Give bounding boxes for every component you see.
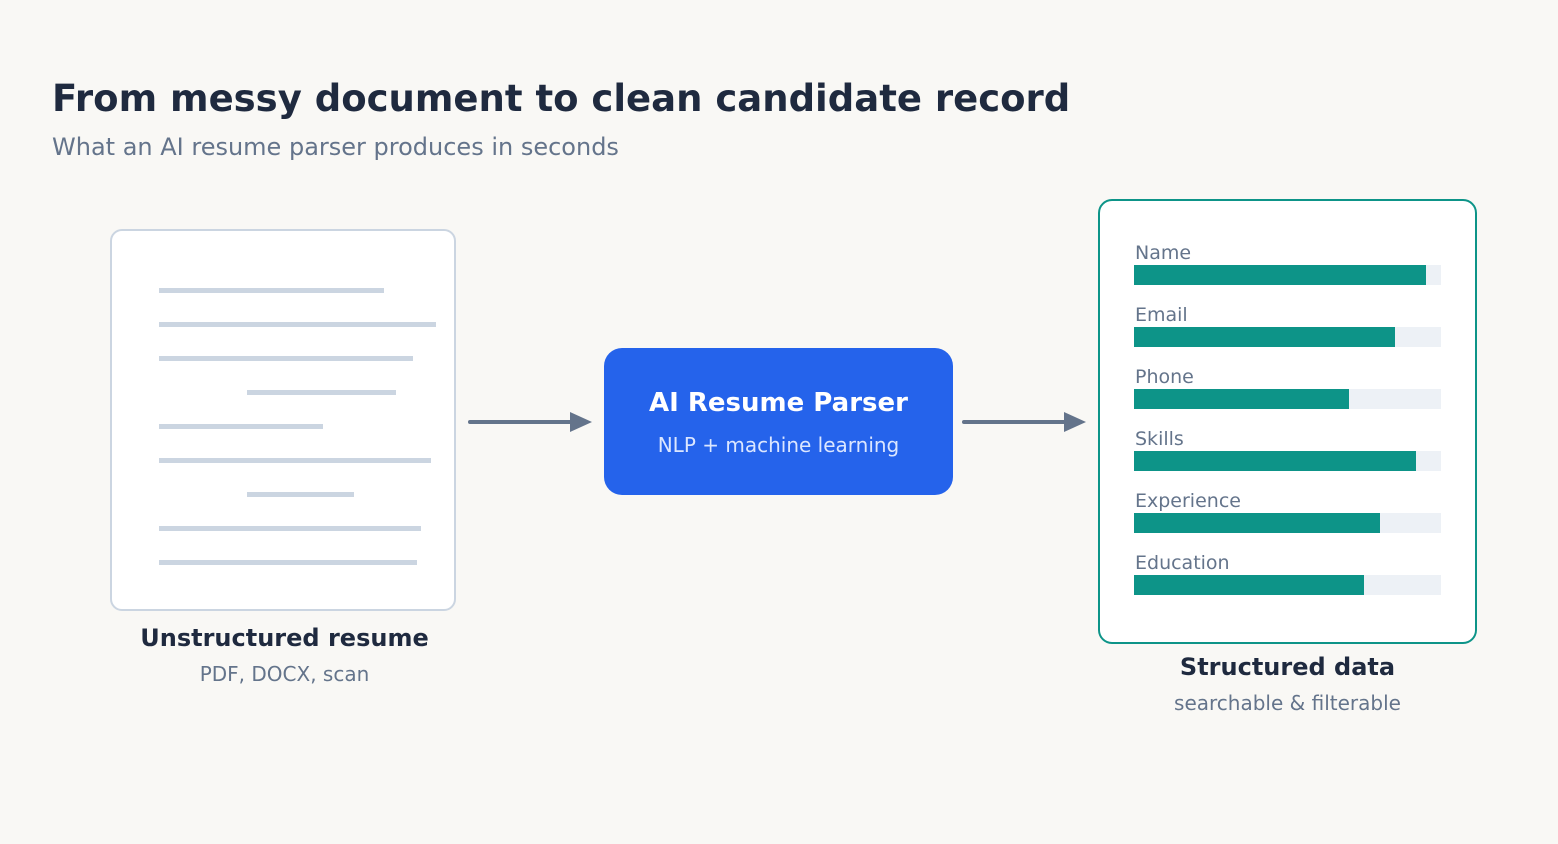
document-text-line [159, 526, 421, 531]
input-formats: PDF, DOCX, scan [199, 662, 370, 686]
field-bar-track [1134, 451, 1441, 471]
field-label: Name [1135, 242, 1192, 264]
field-label: Experience [1135, 490, 1241, 512]
document-text-line [159, 288, 384, 293]
document-text-line [159, 458, 431, 463]
field-bar-fill [1134, 327, 1395, 347]
field-experience: Experience [1134, 489, 1441, 533]
field-bar-fill [1134, 513, 1380, 533]
field-label: Education [1135, 552, 1230, 574]
document-text-line [159, 424, 323, 429]
document-text-line [159, 560, 417, 565]
arrow-right-icon [962, 412, 1086, 432]
output-caption: Structured data [1179, 653, 1396, 681]
document-text-line [159, 356, 413, 361]
unstructured-document-card [110, 229, 456, 611]
structured-data-card: Name Email Phone Skills Experience [1098, 199, 1477, 644]
field-phone: Phone [1134, 365, 1441, 409]
document-text-line [247, 492, 354, 497]
input-caption: Unstructured resume [140, 624, 429, 652]
parser-title: AI Resume Parser [649, 388, 908, 418]
page-title: From messy document to clean candidate r… [52, 77, 1071, 120]
field-bar-fill [1134, 389, 1349, 409]
field-label: Email [1135, 304, 1188, 326]
arrow-right-icon [468, 412, 592, 432]
field-skills: Skills [1134, 427, 1441, 471]
field-label: Phone [1135, 366, 1194, 388]
parser-subtitle: NLP + machine learning [657, 433, 900, 457]
field-education: Education [1134, 551, 1441, 595]
field-bar-track [1134, 327, 1441, 347]
field-bar-fill [1134, 575, 1365, 595]
field-bar-fill [1134, 451, 1417, 471]
output-description: searchable & filterable [1174, 691, 1401, 715]
field-bar-track [1134, 265, 1441, 285]
field-bar-track [1134, 575, 1441, 595]
field-bar-track [1134, 513, 1441, 533]
parser-process-box: AI Resume Parser NLP + machine learning [604, 348, 953, 495]
page-subtitle: What an AI resume parser produces in sec… [52, 133, 619, 161]
field-label: Skills [1135, 428, 1184, 450]
field-bar-track [1134, 389, 1441, 409]
document-text-line [159, 322, 436, 327]
field-name: Name [1134, 241, 1441, 285]
field-email: Email [1134, 303, 1441, 347]
document-text-line [247, 390, 396, 395]
field-bar-fill [1134, 265, 1426, 285]
